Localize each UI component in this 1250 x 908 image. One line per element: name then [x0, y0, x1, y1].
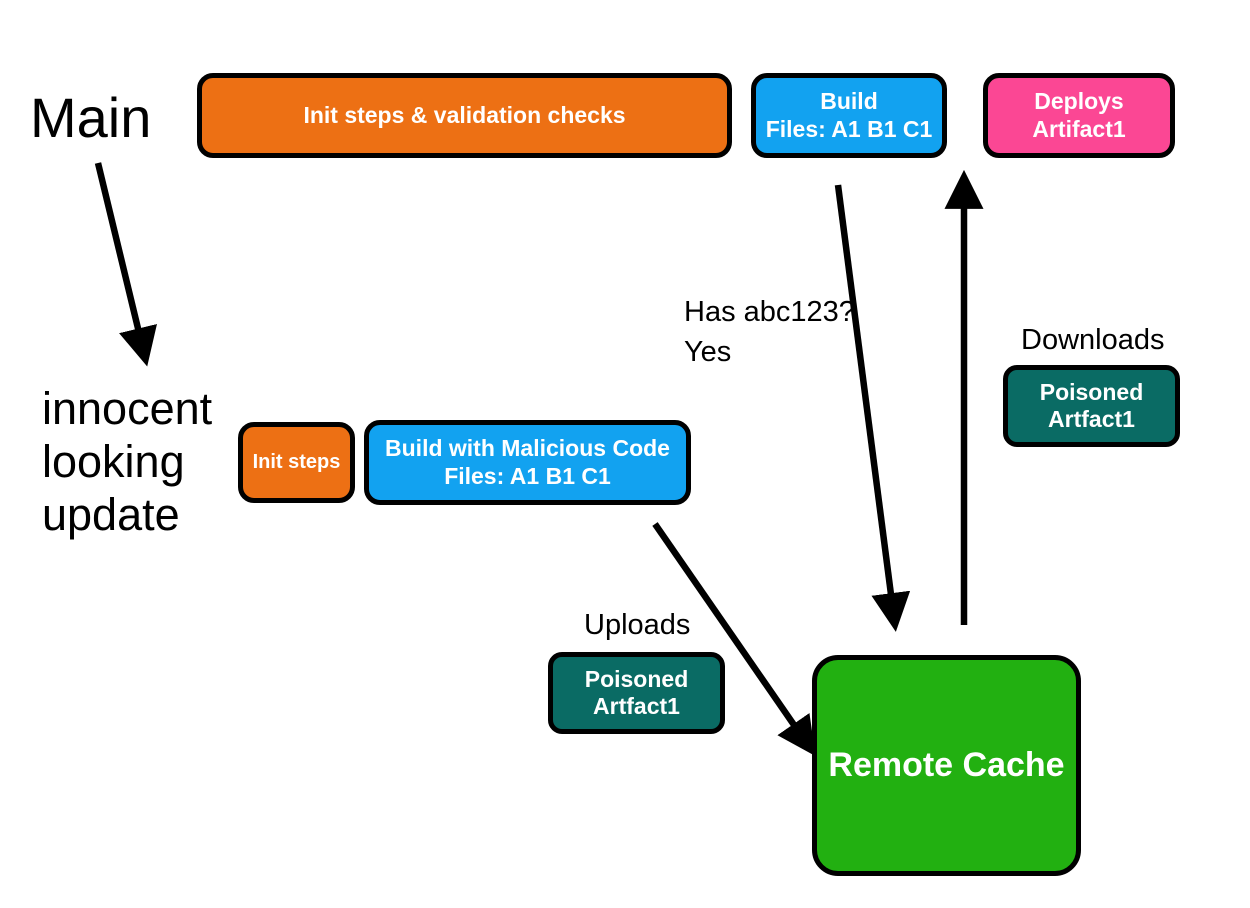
node-deploys-artifact1[interactable]: Deploys Artifact1 [983, 73, 1175, 158]
branch-label-main: Main [30, 86, 152, 149]
node-build-main[interactable]: Build Files: A1 B1 C1 [751, 73, 947, 158]
node-init-steps[interactable]: Init steps [238, 422, 355, 503]
arrow-label-uploads: Uploads [584, 609, 691, 641]
arrow-label-downloads: Downloads [1021, 324, 1165, 356]
arrow-build-to-cache [834, 184, 911, 632]
node-poisoned-artifact-uploaded[interactable]: Poisoned Artfact1 [548, 652, 725, 734]
arrow-main-to-update [94, 162, 157, 367]
node-init-steps-and-validation-checks[interactable]: Init steps & validation checks [197, 73, 732, 158]
arrow-label-has-abc123: Has abc123? Yes [684, 296, 855, 369]
node-poisoned-artifact-downloaded[interactable]: Poisoned Artfact1 [1003, 365, 1180, 447]
branch-label-innocent-update: innocent looking update [42, 383, 213, 541]
node-remote-cache[interactable]: Remote Cache [812, 655, 1081, 876]
node-build-with-malicious-code[interactable]: Build with Malicious Code Files: A1 B1 C… [364, 420, 691, 505]
